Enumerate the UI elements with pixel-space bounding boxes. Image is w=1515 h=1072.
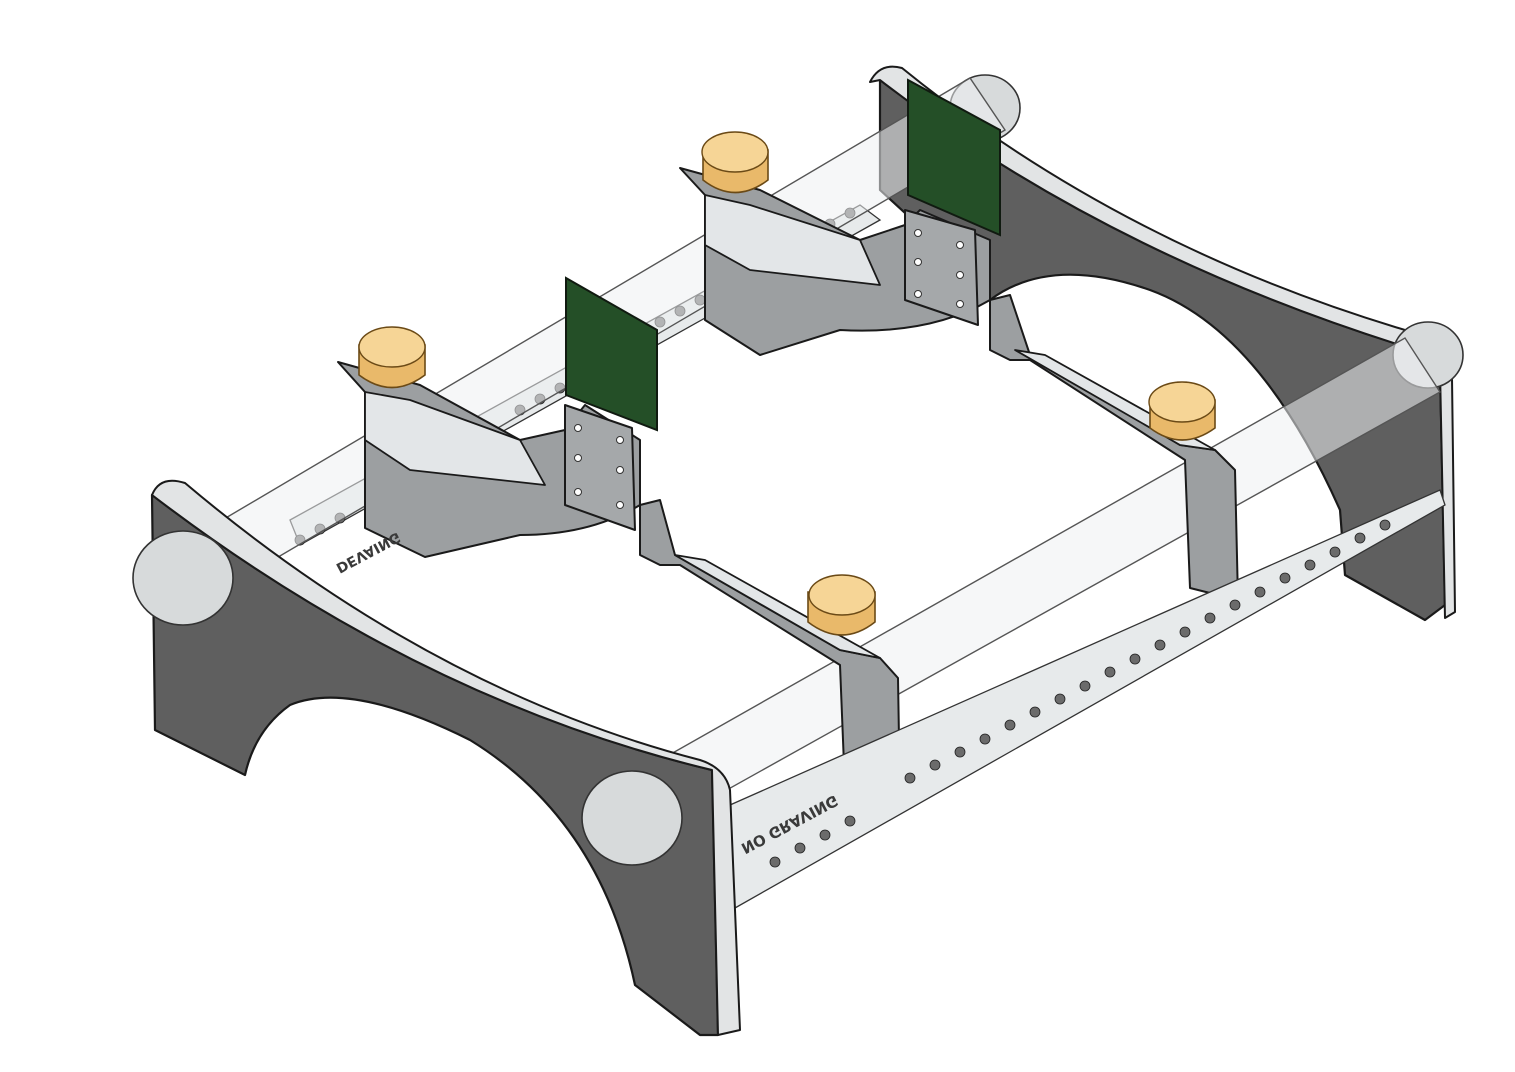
carriage-rear-holes [914, 229, 964, 308]
end-plate-front [150, 479, 741, 1037]
thumb-screw-front-left [358, 326, 426, 389]
thumb-screw-front-right [807, 574, 876, 636]
rod-end-front-right [581, 770, 683, 866]
rail-holes-front [769, 519, 1391, 868]
pcb-board-front [565, 276, 658, 432]
thumb-screw-rear-right [1148, 381, 1216, 441]
rod-end-front-left [132, 530, 234, 626]
engraving-left: DEVAING [333, 528, 403, 575]
carriage-front-holes [574, 424, 624, 509]
end-plate-back [869, 65, 1456, 622]
pcb-board-rear [907, 78, 1001, 237]
thumb-screw-rear-left [701, 131, 769, 194]
